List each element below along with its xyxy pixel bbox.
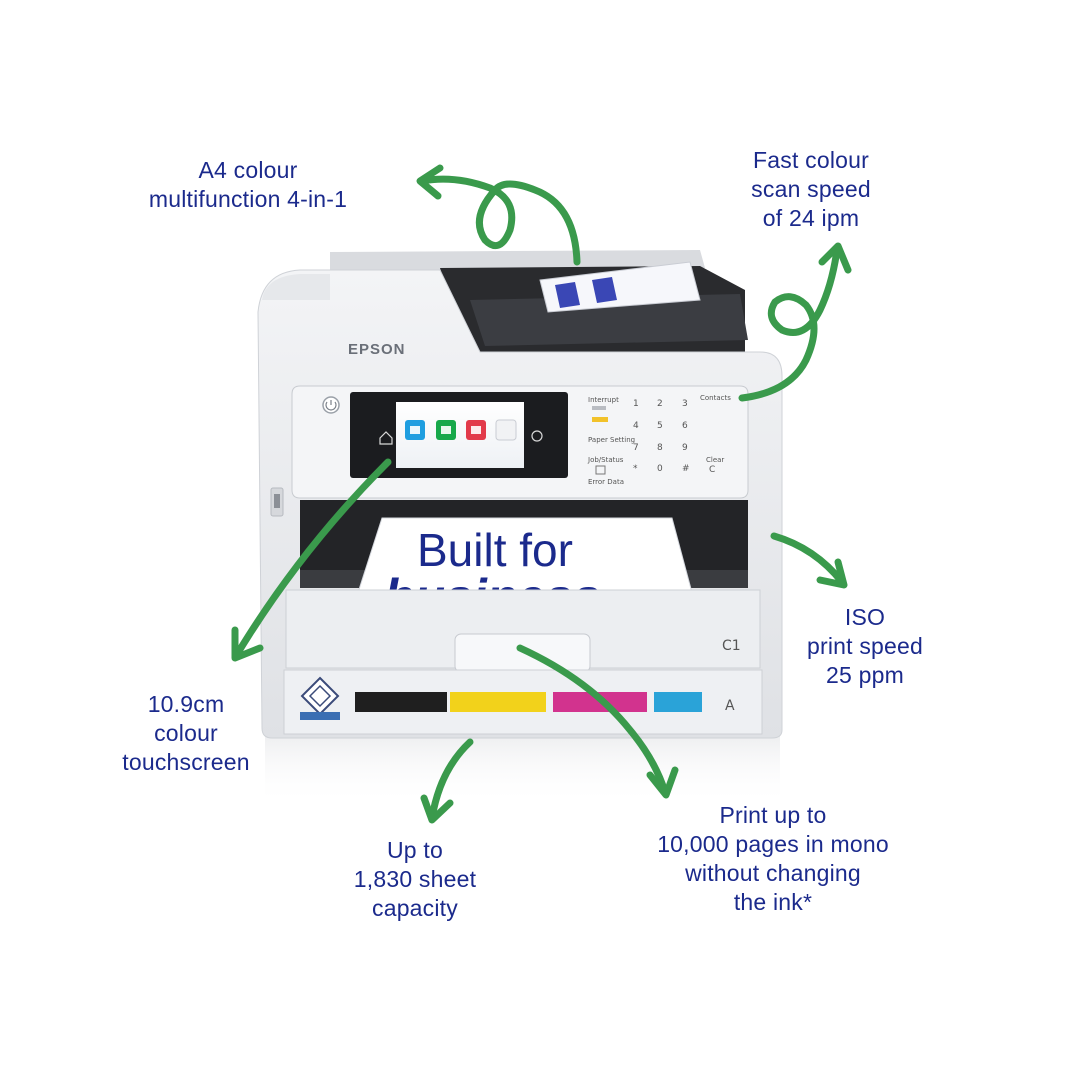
svg-text:Paper Setting: Paper Setting xyxy=(588,436,635,444)
callout-touchscreen-line3: touchscreen xyxy=(122,749,250,775)
callout-touchscreen: 10.9cm colour touchscreen xyxy=(96,690,276,777)
callout-scan-speed: Fast colour scan speed of 24 ipm xyxy=(700,146,922,233)
callout-print-speed-line1: ISO xyxy=(844,604,886,630)
callout-touchscreen-line2: colour xyxy=(154,720,218,746)
brand-logo: EPSON xyxy=(348,341,406,358)
paper-tray-c1 xyxy=(285,589,761,669)
key-0[interactable]: 0 xyxy=(657,464,663,474)
key-4[interactable]: 4 xyxy=(633,421,639,431)
callout-multifunction: A4 colour multifunction 4-in-1 xyxy=(108,156,388,214)
callout-print-speed: ISO print speed 25 ppm xyxy=(780,603,950,690)
callout-scan-speed-line2: scan speed xyxy=(751,176,871,202)
arrow-multifunction xyxy=(418,175,581,266)
callout-ink-yield: Print up to 10,000 pages in mono without… xyxy=(618,801,928,917)
tray-label-c1: C1 xyxy=(722,638,741,654)
key-star[interactable]: * xyxy=(633,464,638,474)
callout-multifunction-line2: multifunction 4-in-1 xyxy=(148,186,348,212)
arrow-touchscreen xyxy=(232,458,392,660)
callout-print-speed-line2: print speed xyxy=(807,633,923,659)
arrow-capacity xyxy=(428,738,474,822)
key-6[interactable]: 6 xyxy=(682,421,688,431)
scanner-lid xyxy=(330,250,705,272)
ink-tank-yellow xyxy=(450,692,546,712)
callout-scan-speed-line1: Fast colour xyxy=(753,147,869,173)
callout-touchscreen-line1: 10.9cm xyxy=(147,691,225,717)
printer-reflection xyxy=(265,735,780,805)
key-2[interactable]: 2 xyxy=(657,399,663,409)
arrow-print-speed xyxy=(770,532,846,586)
interrupt-button[interactable] xyxy=(592,406,606,410)
paper-headline-line1: Built for xyxy=(417,524,573,576)
key-7[interactable]: 7 xyxy=(633,443,639,453)
arrowhead-scan-speed xyxy=(818,242,852,274)
document-sheet xyxy=(539,261,701,313)
app-icon-presets[interactable] xyxy=(495,419,517,441)
svg-text:Contacts: Contacts xyxy=(700,394,731,402)
key-1[interactable]: 1 xyxy=(633,399,639,409)
callout-multifunction-line1: A4 colour xyxy=(198,157,298,183)
callout-capacity-line2: 1,830 sheet xyxy=(353,866,477,892)
callout-capacity-line1: Up to xyxy=(387,837,443,863)
svg-text:Clear: Clear xyxy=(706,456,724,464)
keypad: Interrupt Paper Setting Job/Status Error… xyxy=(587,394,731,486)
key-clear[interactable]: C xyxy=(709,465,715,475)
job-status-button[interactable] xyxy=(595,465,606,475)
arrow-scan-speed xyxy=(738,246,841,402)
svg-text:Job/Status: Job/Status xyxy=(587,456,624,464)
arrowhead-print-speed xyxy=(816,558,848,589)
tray-label-a: A xyxy=(725,698,735,714)
callout-scan-speed-line3: of 24 ipm xyxy=(762,205,860,231)
ink-tank-black xyxy=(355,692,447,712)
callout-ink-yield-line1: Print up to xyxy=(719,802,827,828)
callout-ink-yield-line4: the ink* xyxy=(733,889,813,915)
callout-ink-yield-line3: without changing xyxy=(685,860,861,886)
key-9[interactable]: 9 xyxy=(682,443,688,453)
callout-ink-yield-line2: 10,000 pages in mono xyxy=(657,831,889,857)
key-5[interactable]: 5 xyxy=(657,421,663,431)
arrowhead-capacity xyxy=(420,794,454,824)
key-8[interactable]: 8 xyxy=(657,443,663,453)
arrowhead-ink-yield xyxy=(646,766,679,799)
ink-tank-cyan xyxy=(654,692,702,712)
home-icon[interactable] xyxy=(379,431,393,445)
arrow-ink-yield xyxy=(516,644,669,796)
arrowhead-touchscreen xyxy=(231,626,264,662)
certification-badge xyxy=(300,676,340,720)
resume-indicator xyxy=(592,417,608,422)
help-icon[interactable] xyxy=(531,430,543,442)
svg-text:Error Data: Error Data xyxy=(588,478,624,486)
callout-capacity-line3: capacity xyxy=(372,895,458,921)
svg-text:Interrupt: Interrupt xyxy=(588,396,619,404)
callout-print-speed-line3: 25 ppm xyxy=(826,662,904,688)
key-hash[interactable]: # xyxy=(682,464,690,474)
key-3[interactable]: 3 xyxy=(682,399,688,409)
callout-capacity: Up to 1,830 sheet capacity xyxy=(320,836,510,923)
arrowhead-multifunction xyxy=(416,164,444,200)
